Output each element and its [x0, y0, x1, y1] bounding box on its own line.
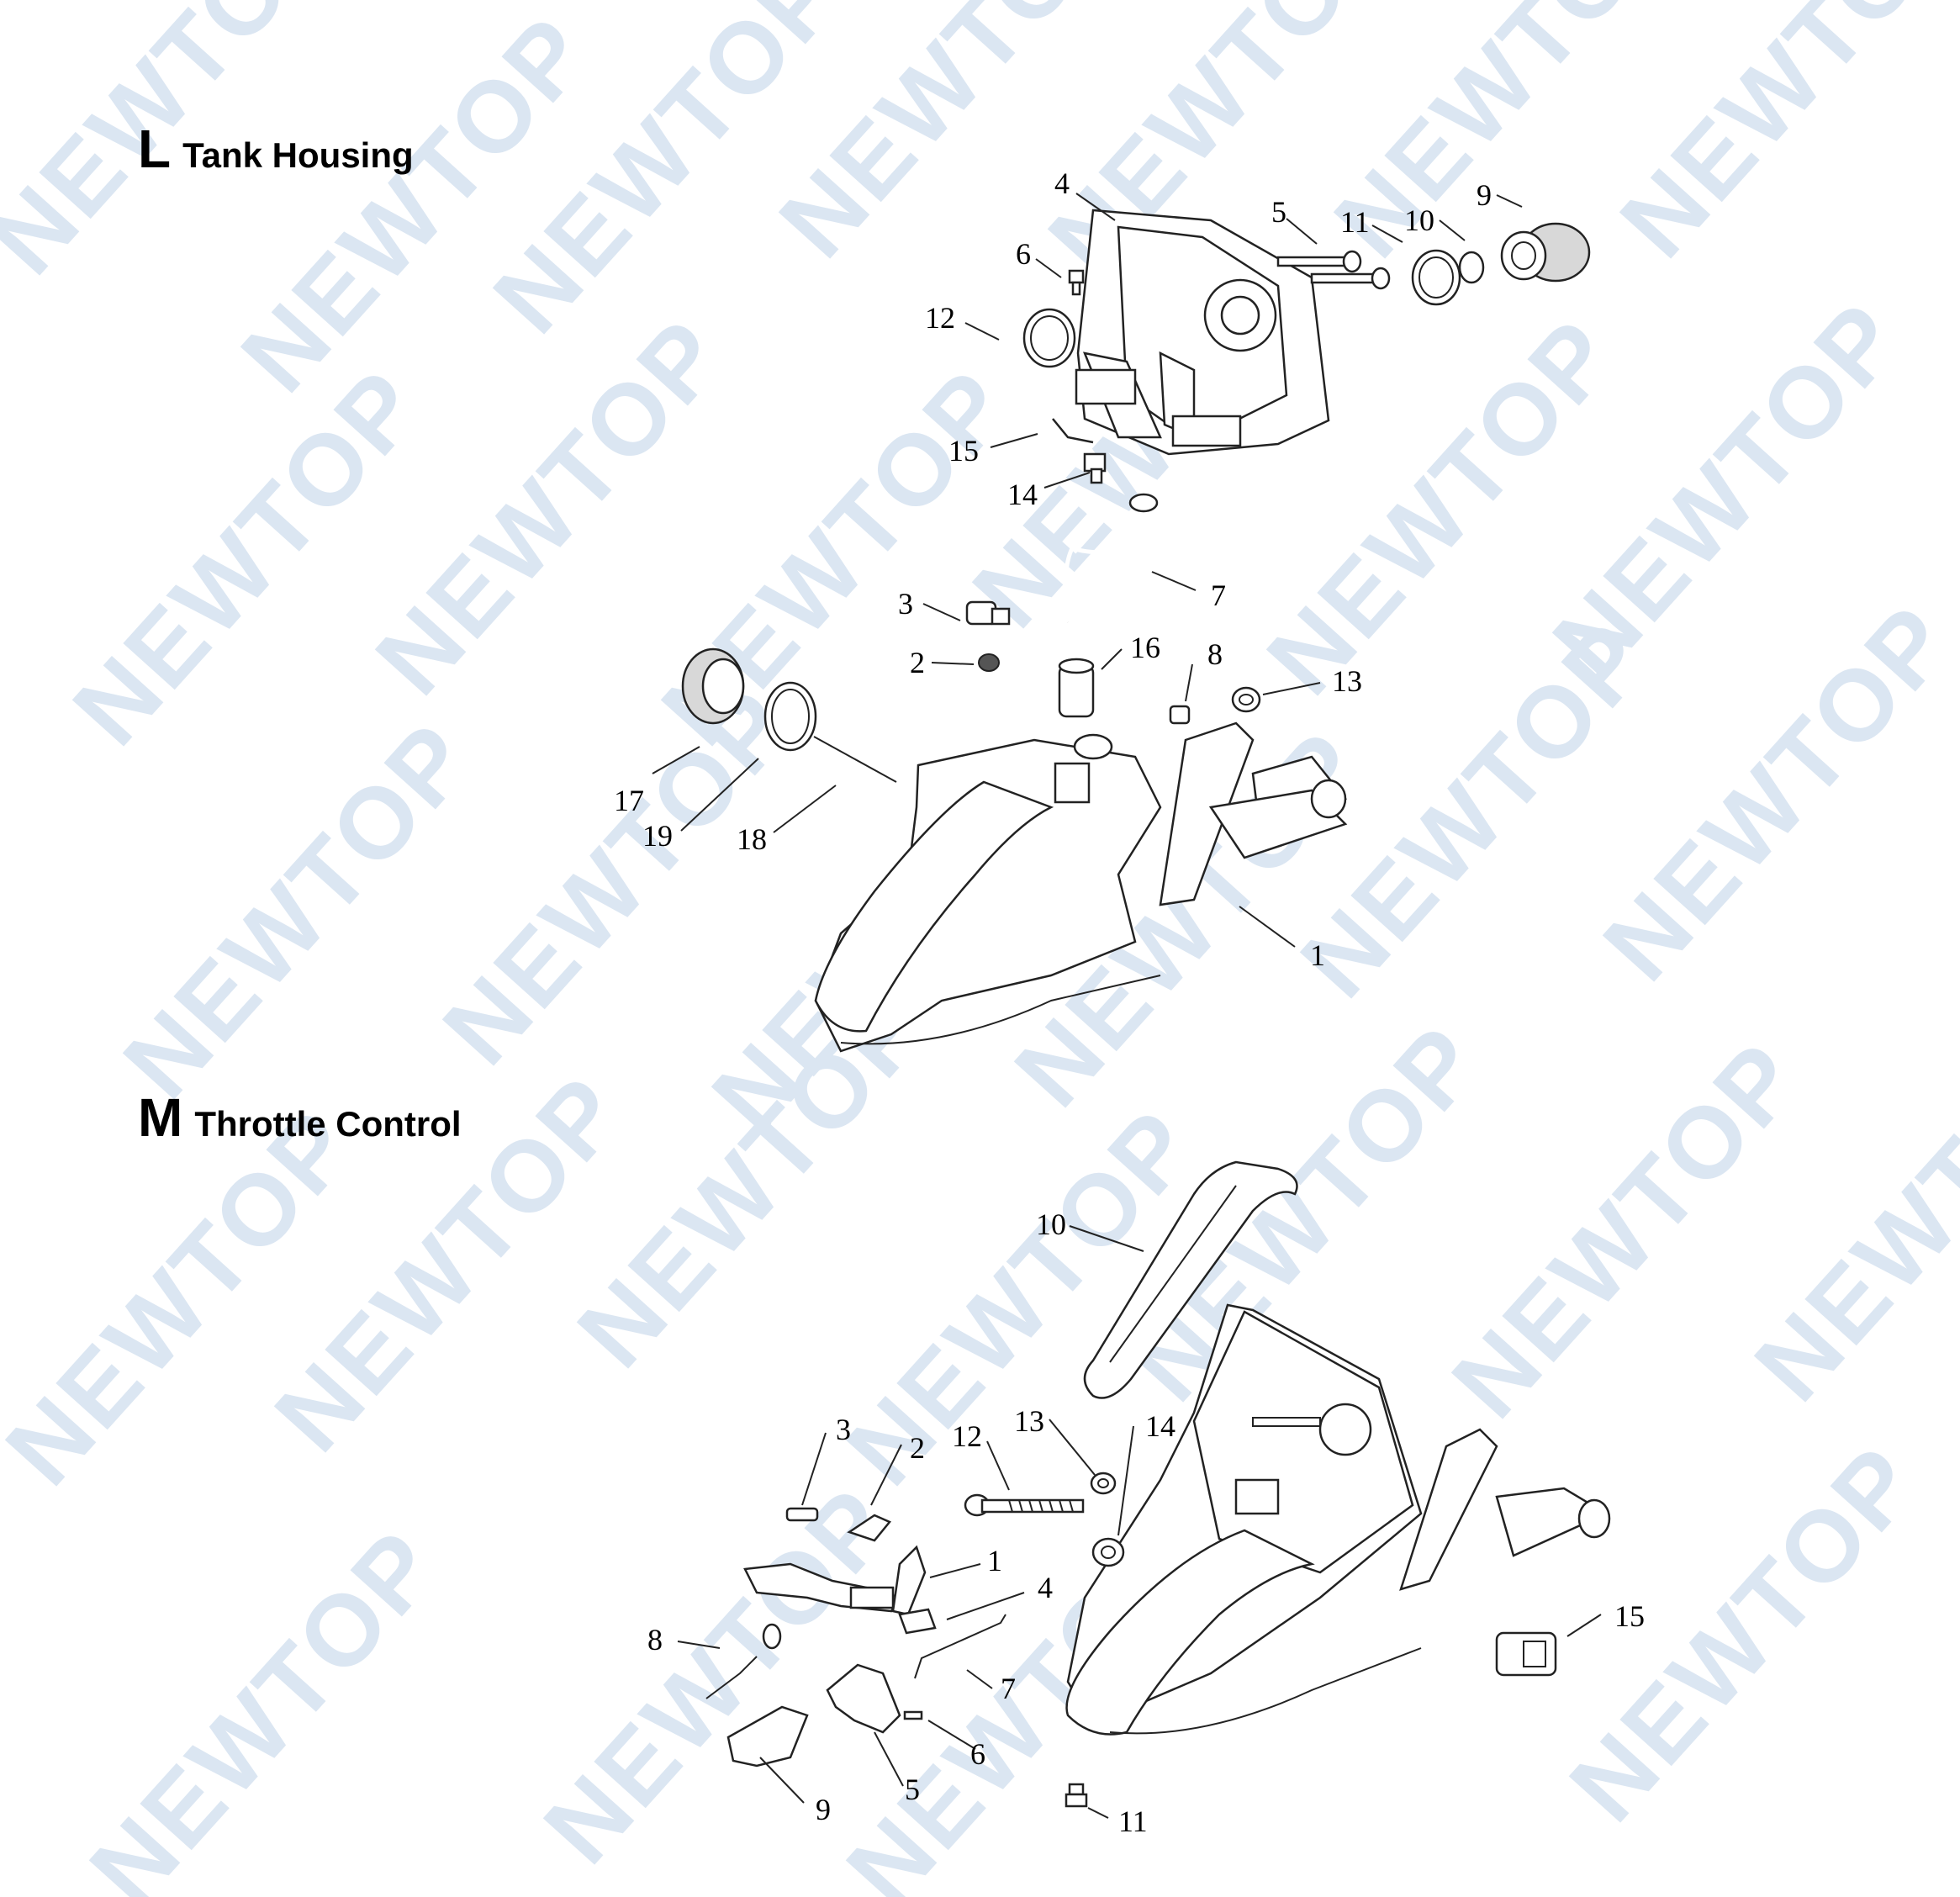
part-5-bolts: [1276, 250, 1391, 290]
callout: 12: [952, 1419, 982, 1453]
callout: 13: [1014, 1404, 1044, 1438]
part-2-spring: [847, 1514, 892, 1542]
part-14-damper: [1091, 1537, 1125, 1567]
part-12-threaded-rod: [964, 1493, 1085, 1517]
callout: 14: [1145, 1409, 1175, 1443]
part-1-tank-housing: [814, 721, 1348, 1053]
callout: 7: [1001, 1672, 1016, 1705]
part-13-washer: [1231, 686, 1261, 713]
part-10-ring: [1458, 251, 1485, 284]
callout: 8: [1207, 637, 1223, 671]
callout: 17: [614, 784, 644, 817]
callout: 9: [816, 1793, 831, 1826]
section-title-l: L Tank Housing: [138, 118, 414, 180]
leader-lines-l: [652, 193, 1523, 948]
leader-lines-m: [677, 1225, 1602, 1819]
callout: 4: [1038, 1571, 1053, 1604]
throttle-control-diagram: 10 3 2 12 13 14 1 4 8 7 6 5 9 11 15: [647, 1160, 1645, 1838]
callout: 1: [987, 1544, 1002, 1577]
callout: 16: [1130, 631, 1160, 664]
part-1-lever-assembly: [743, 1545, 927, 1616]
section-letter: L: [138, 119, 172, 179]
section-name: Throttle Control: [194, 1104, 462, 1144]
part-8-bushing: [1169, 705, 1191, 725]
part-15-hose: [1052, 418, 1094, 444]
section-letter: M: [138, 1087, 183, 1148]
part-9-cap: [1500, 222, 1591, 283]
callout: 15: [1614, 1599, 1645, 1633]
part-8-spring-coil: [762, 1623, 782, 1650]
callout: 18: [737, 822, 767, 856]
part-13-damper: [1090, 1472, 1117, 1495]
callout: 11: [1118, 1805, 1148, 1838]
callout: 1: [1310, 938, 1325, 972]
callout: 3: [836, 1413, 851, 1446]
callout: 4: [1054, 166, 1070, 200]
callout: 13: [1332, 664, 1362, 698]
callout: 3: [898, 587, 913, 621]
callout: 6: [1016, 237, 1031, 271]
callout: 2: [910, 646, 925, 679]
part-8-spring-wire: [705, 1656, 758, 1699]
part-7-rod: [914, 1614, 1006, 1679]
part-2-nut: [978, 653, 1000, 672]
section-name: Tank Housing: [182, 135, 414, 175]
callout: 6: [970, 1737, 985, 1771]
callout: 5: [905, 1773, 920, 1806]
part-14-fitting: [1083, 452, 1107, 484]
part-3-pin: [785, 1507, 819, 1522]
callout: 14: [1007, 478, 1038, 511]
section-title-m: M Throttle Control: [138, 1086, 462, 1149]
part-10-handle-grip: [1083, 1160, 1298, 1399]
part-19-gasket: [763, 681, 817, 752]
part-18-rod: [813, 736, 897, 783]
callout: 10: [1404, 203, 1434, 237]
part-5-trigger: [826, 1663, 901, 1734]
part-3-vent: [965, 600, 1011, 626]
callout: 8: [647, 1623, 663, 1657]
part-17-cap: [681, 647, 745, 725]
callout: 10: [1036, 1207, 1066, 1241]
part-4-bracket: [1075, 209, 1330, 456]
callout: 2: [910, 1431, 925, 1465]
part-7-fuel-line: [1063, 493, 1159, 623]
callout: 7: [1211, 579, 1226, 612]
part-11-clamp: [1411, 249, 1461, 306]
part-6-screw: [1068, 269, 1085, 296]
part-11-screw: [1065, 1783, 1088, 1808]
callouts-l: 4 5 11 10 9 6 12 15 14 7 3 2 16 8 13 17 …: [614, 166, 1492, 972]
callout: 12: [925, 301, 955, 335]
part-12-ring: [1022, 308, 1076, 368]
callout: 19: [642, 819, 673, 853]
callout: 5: [1271, 195, 1286, 229]
part-9-throttle-trigger: [726, 1705, 809, 1768]
callout: 15: [948, 434, 979, 468]
part-6-pin: [903, 1710, 923, 1720]
tank-housing-diagram: 4 5 11 10 9 6 12 15 14 7 3 2 16 8 13 17 …: [614, 166, 1591, 1053]
callout: 9: [1477, 178, 1492, 212]
part-15-switch: [1495, 1631, 1557, 1677]
part-4-block: [898, 1608, 937, 1635]
main-housing: [1065, 1303, 1611, 1736]
part-16-filter: [1058, 658, 1095, 718]
callouts-m: 10 3 2 12 13 14 1 4 8 7 6 5 9 11 15: [647, 1207, 1645, 1838]
callout: 11: [1340, 205, 1370, 239]
